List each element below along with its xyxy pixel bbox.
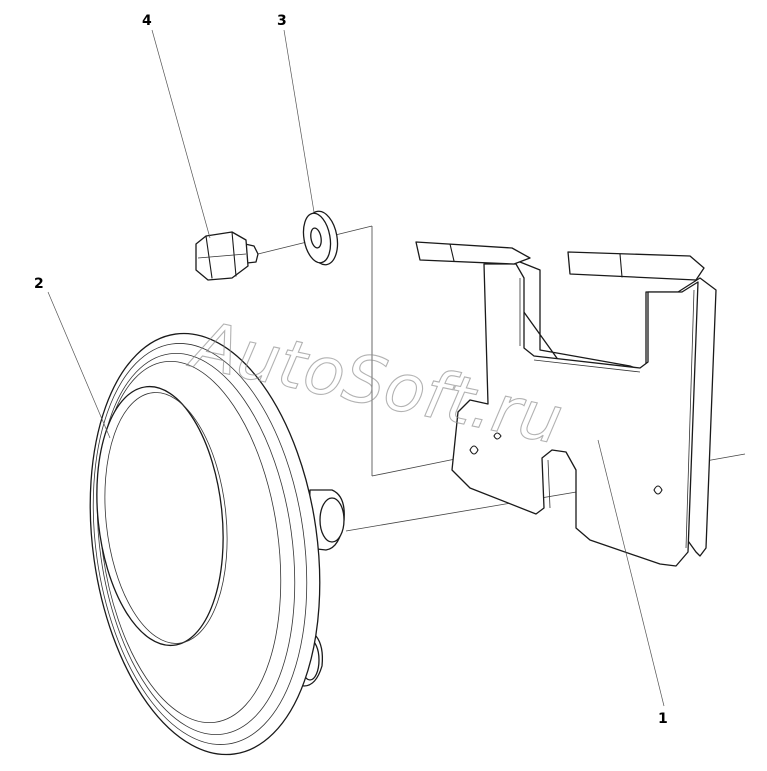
- callout-label-2: 2: [34, 276, 44, 292]
- assembly-axis-lines: [257, 225, 746, 532]
- horn-icon: [89, 332, 345, 756]
- leader-lines: [47, 29, 665, 707]
- bracket-icon: [415, 241, 717, 567]
- bolt-icon: [195, 231, 259, 281]
- callout-label-3: 3: [277, 13, 287, 29]
- washer-icon: [302, 210, 339, 266]
- callout-label-4: 4: [142, 13, 152, 29]
- callout-label-1: 1: [658, 711, 668, 727]
